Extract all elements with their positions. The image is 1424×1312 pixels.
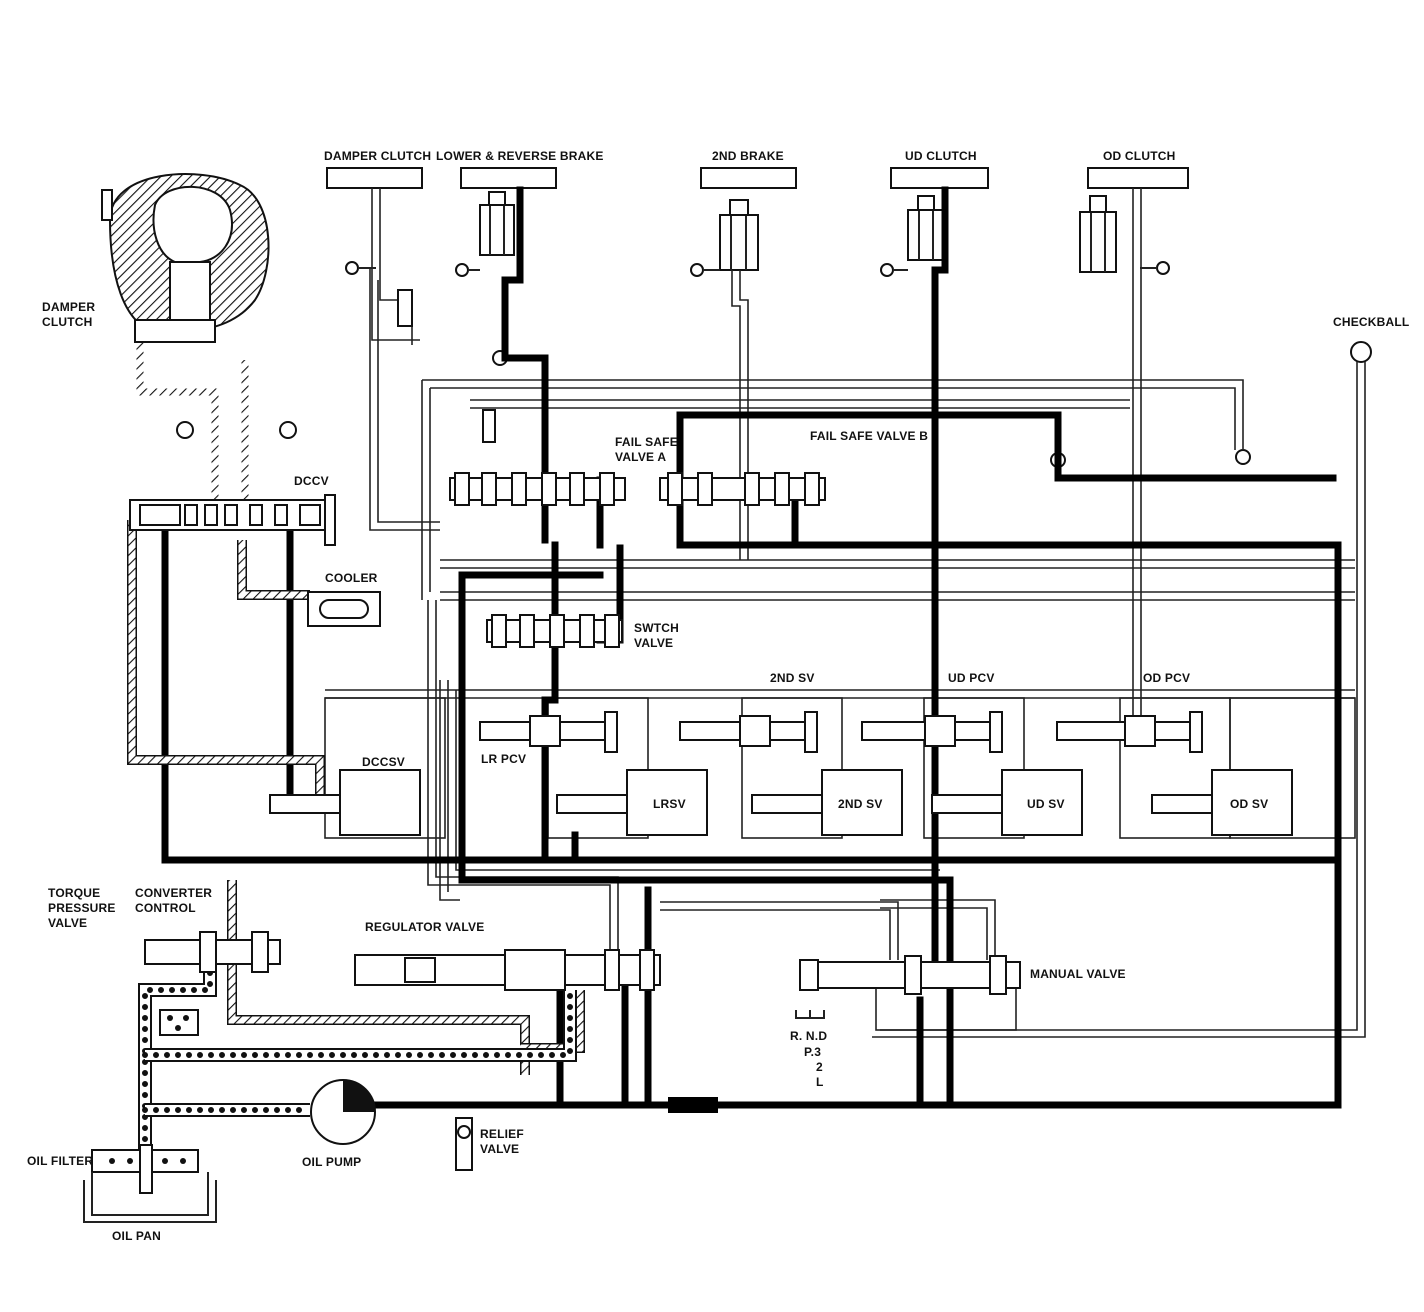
range-label-1: R. N.D (790, 1029, 827, 1043)
accumulator-ud-clutch-icon (907, 195, 945, 261)
fail-safe-valve-a (449, 409, 626, 506)
valves (83, 409, 1293, 1223)
lrsv-label: LRSV (653, 797, 686, 811)
torque-pressure-label-3: VALVE (48, 916, 87, 930)
2nd-brake-label: 2ND BRAKE (712, 149, 784, 163)
relief-valve-icon (455, 1117, 473, 1171)
lr-pcv-valve (479, 711, 618, 753)
fail-safe-valve-b (659, 472, 826, 506)
switch-valve-label-2: VALVE (634, 636, 673, 650)
dccv-label: DCCV (294, 474, 329, 488)
fail-safe-a-label-2: VALVE A (615, 450, 666, 464)
range-label-3: 2 (816, 1060, 823, 1074)
range-label-2: P.3 (804, 1045, 821, 1059)
damper-clutch-side-label-2: CLUTCH (42, 315, 93, 329)
ud-pcv-label: UD PCV (948, 671, 995, 685)
2nd-pcv-valve (679, 711, 818, 753)
manual-valve-label: MANUAL VALVE (1030, 967, 1126, 981)
damper-clutch-label: DAMPER CLUTCH (324, 149, 431, 163)
cooler-label: COOLER (325, 571, 378, 585)
cooler-icon (307, 591, 381, 627)
checkball-label: CHECKBALL (1333, 315, 1409, 329)
ud-sv-solenoid (931, 769, 1083, 836)
oil-filter-label: OIL FILTER (27, 1154, 93, 1168)
od-clutch-label: OD CLUTCH (1103, 149, 1175, 163)
manual-valve (795, 955, 1021, 1019)
line-pressure-passages (161, 186, 1342, 1113)
switch-valve (486, 614, 623, 648)
2nd-sv-solenoid (751, 769, 903, 836)
ud-clutch-label: UD CLUTCH (905, 149, 977, 163)
converter-control-valve (144, 931, 281, 973)
relief-valve-label-2: VALVE (480, 1142, 519, 1156)
regulator-valve-label: REGULATOR VALVE (365, 920, 484, 934)
dccsv-label: DCCSV (362, 755, 405, 769)
torque-pressure-label-2: PRESSURE (48, 901, 116, 915)
accumulator-lr-brake-icon (479, 191, 515, 256)
oil-pump-icon (310, 1079, 376, 1145)
labels: DAMPER CLUTCH LOWER & REVERSE BRAKE 2ND … (27, 149, 1409, 1243)
2nd-sv-solenoid-label: 2ND SV (838, 797, 883, 811)
thin-passages (324, 188, 1366, 1038)
accumulator-od-clutch-icon (1079, 195, 1117, 273)
ud-sv-label: UD SV (1027, 797, 1065, 811)
lower-reverse-brake-label: LOWER & REVERSE BRAKE (436, 149, 604, 163)
od-sv-label: OD SV (1230, 797, 1268, 811)
clutch-header-boxes (326, 167, 1189, 189)
regulator-valve (354, 949, 661, 991)
check-balls (176, 261, 1372, 468)
torque-pressure-label-1: TORQUE (48, 886, 100, 900)
od-pcv-label: OD PCV (1143, 671, 1190, 685)
dccv-valve (129, 494, 336, 546)
accumulators (479, 191, 1117, 273)
od-pcv-valve (1056, 711, 1203, 753)
oil-filter-icon (91, 1144, 199, 1194)
torque-converter-icon (101, 173, 270, 343)
converter-control-label-2: CONTROL (135, 901, 196, 915)
lrsv-solenoid (556, 769, 708, 836)
oil-pan-icon (83, 1172, 217, 1223)
oil-pan-label: OIL PAN (112, 1229, 161, 1243)
ud-pcv-valve (861, 711, 1003, 753)
oil-pump-label: OIL PUMP (302, 1155, 361, 1169)
fail-safe-a-label-1: FAIL SAFE (615, 435, 678, 449)
fail-safe-b-label: FAIL SAFE VALVE B (810, 429, 928, 443)
od-sv-solenoid (1151, 769, 1293, 836)
damper-clutch-side-label-1: DAMPER (42, 300, 95, 314)
range-label-4: L (816, 1075, 824, 1089)
switch-valve-label-1: SWTCH (634, 621, 679, 635)
converter-control-label-1: CONVERTER (135, 886, 212, 900)
relief-valve-label-1: RELIEF (480, 1127, 524, 1141)
accumulator-2nd-brake-icon (719, 199, 759, 271)
2nd-sv-label: 2ND SV (770, 671, 815, 685)
lr-pcv-label: LR PCV (481, 752, 526, 766)
dccsv-solenoid (269, 769, 421, 836)
checkball-icon (1350, 341, 1372, 363)
